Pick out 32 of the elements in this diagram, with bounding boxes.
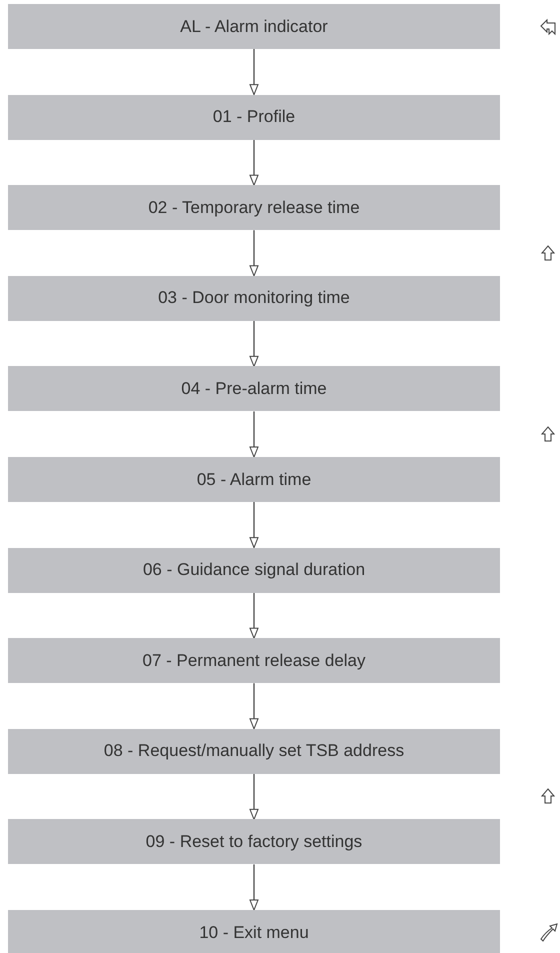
arrow	[250, 230, 258, 276]
arrow	[250, 49, 258, 96]
menu-item-label: 02 - Temporary release time	[148, 198, 360, 218]
menu-item-bar	[8, 366, 500, 412]
menu-item-label: 04 - Pre-alarm time	[181, 378, 327, 399]
arrow	[250, 774, 258, 820]
menu-item-bar	[8, 910, 500, 953]
menu-item-label: 05 - Alarm time	[196, 470, 312, 490]
menu-item-bar	[8, 819, 500, 864]
menu-item-label: 03 - Door monitoring time	[158, 288, 350, 308]
menu-item-label: 06 - Guidance signal duration	[142, 560, 366, 580]
menu-item-label: AL - Alarm indicator	[180, 16, 328, 36]
arrow	[250, 502, 258, 548]
menu-item-bar	[8, 4, 500, 49]
arrow	[250, 864, 258, 910]
menu-item-bar	[8, 457, 500, 502]
arrow	[250, 683, 258, 730]
menu-item-label: 01 - Profile	[212, 107, 296, 128]
menu-item-bar	[8, 638, 500, 684]
menu-item-label: 09 - Reset to factory settings	[146, 832, 362, 852]
arrow	[250, 411, 258, 458]
menu-item-bar	[8, 548, 500, 593]
arrow	[250, 140, 258, 186]
menu-item-bar	[8, 728, 500, 774]
menu-item-bar	[8, 276, 500, 321]
menu-item-label: 10 - Exit menu	[199, 922, 309, 942]
arrow	[250, 592, 258, 639]
arrow	[250, 320, 258, 367]
menu-item-label: 07 - Permanent release delay	[142, 650, 366, 671]
menu-item-bar	[8, 94, 500, 140]
menu-item-bar	[8, 185, 500, 230]
menu-item-label: 08 - Request/manually set TSB address	[104, 741, 404, 762]
